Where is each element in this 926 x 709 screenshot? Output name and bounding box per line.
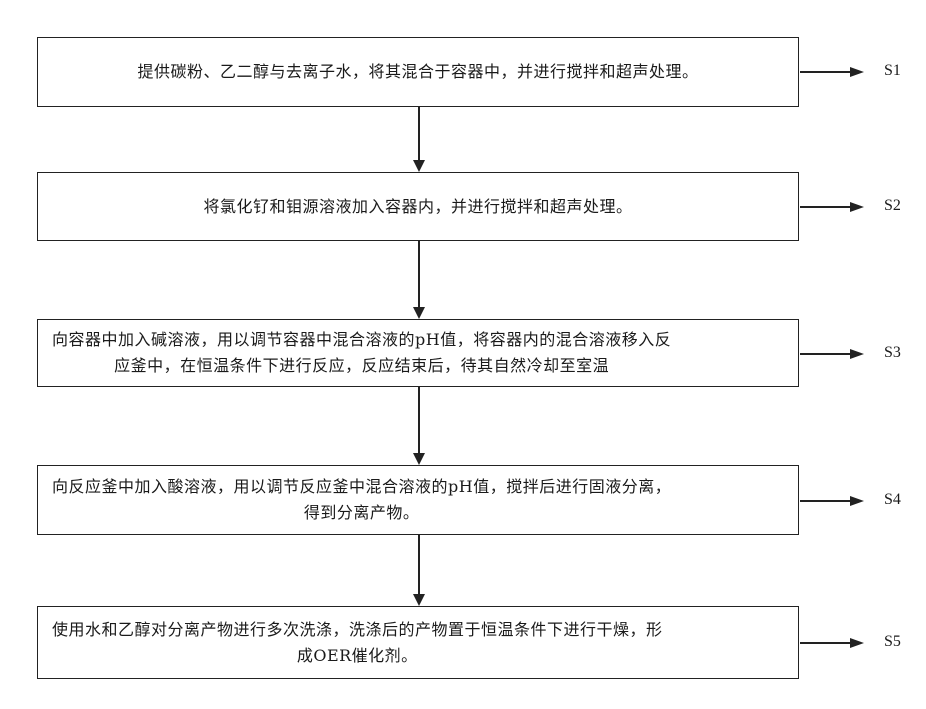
- arrow-right-icon: [850, 67, 864, 77]
- arrow-right-icon: [850, 349, 864, 359]
- step-text-s4-line1: 向反应釜中加入酸溶液，用以调节反应釜中混合溶液的pH值，搅拌后进行固液分离，: [52, 477, 672, 496]
- step-label-s3: S3: [884, 344, 901, 361]
- step-text-s4-line2: 得到分离产物。: [303, 503, 420, 522]
- step-box-s4: 向反应釜中加入酸溶液，用以调节反应釜中混合溶液的pH值，搅拌后进行固液分离， 得…: [37, 465, 799, 535]
- arrow-s3-line: [800, 353, 852, 355]
- arrow-s2-line: [800, 206, 852, 208]
- step-text-s1: 提供碳粉、乙二醇与去离子水，将其混合于容器中，并进行搅拌和超声处理。: [137, 62, 699, 81]
- step-box-s2: 将氯化钌和钼源溶液加入容器内，并进行搅拌和超声处理。: [37, 172, 799, 241]
- step-text-s5-line1: 使用水和乙醇对分离产物进行多次洗涤，洗涤后的产物置于恒温条件下进行干燥，形: [52, 619, 663, 639]
- arrow-right-icon: [850, 202, 864, 212]
- arrow-s5-line: [800, 642, 852, 644]
- arrow-s1-line: [800, 71, 852, 73]
- connector-1-2: [418, 107, 420, 160]
- arrow-right-icon: [850, 638, 864, 648]
- step-box-s1: 提供碳粉、乙二醇与去离子水，将其混合于容器中，并进行搅拌和超声处理。: [37, 37, 799, 107]
- step-label-s2: S2: [884, 197, 901, 214]
- connector-2-3: [418, 241, 420, 307]
- step-text-s3-line2: 应釜中，在恒温条件下进行反应，反应结束后，待其自然冷却至室温: [114, 356, 610, 375]
- arrow-right-icon: [850, 496, 864, 506]
- step-box-s3: 向容器中加入碱溶液，用以调节容器中混合溶液的pH值，将容器内的混合溶液移入反 应…: [37, 319, 799, 387]
- arrow-s4-line: [800, 500, 852, 502]
- step-label-s4: S4: [884, 491, 901, 508]
- arrow-down-icon: [413, 307, 425, 319]
- connector-4-5: [418, 535, 420, 594]
- arrow-down-icon: [413, 594, 425, 606]
- arrow-down-icon: [413, 160, 425, 172]
- step-text-s3-line1: 向容器中加入碱溶液，用以调节容器中混合溶液的pH值，将容器内的混合溶液移入反: [52, 330, 672, 349]
- step-text-s2: 将氯化钌和钼源溶液加入容器内，并进行搅拌和超声处理。: [203, 196, 633, 216]
- arrow-down-icon: [413, 453, 425, 465]
- step-text-s5-line2: 成OER催化剂。: [296, 645, 418, 665]
- step-box-s5: 使用水和乙醇对分离产物进行多次洗涤，洗涤后的产物置于恒温条件下进行干燥，形 成O…: [37, 606, 799, 679]
- step-label-s1: S1: [884, 62, 901, 79]
- connector-3-4: [418, 387, 420, 453]
- step-label-s5: S5: [884, 633, 901, 650]
